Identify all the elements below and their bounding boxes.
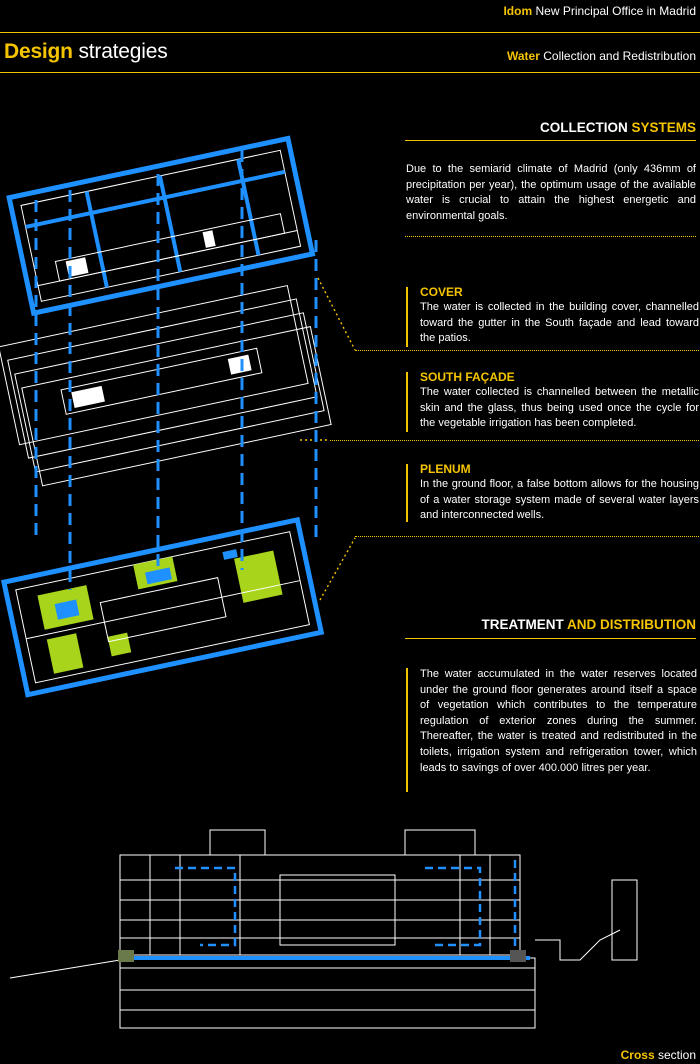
treatment-underline	[405, 638, 696, 639]
collection-underline	[405, 140, 696, 141]
top-divider	[0, 32, 700, 33]
cover-dots	[355, 350, 699, 351]
brand-name: Idom	[503, 4, 533, 18]
south-facade-text: The water collected is channelled betwee…	[420, 386, 699, 430]
ground-slope	[9, 959, 121, 979]
collection-intro: Due to the semiarid climate of Madrid (o…	[406, 163, 696, 222]
cover-bar	[406, 287, 408, 347]
title-rest: strategies	[78, 40, 168, 63]
project-name: New Principal Office in Madrid	[535, 4, 696, 18]
treatment-text: The water accumulated in the water reser…	[420, 668, 697, 774]
cover-title: COVER	[420, 285, 463, 299]
plenum-text: In the ground floor, a false bottom allo…	[420, 478, 699, 522]
plenum-bar	[406, 464, 408, 522]
collection-heading-white: COLLECTION	[539, 120, 628, 135]
treatment-bar	[406, 668, 408, 792]
plenum-perimeter	[0, 516, 325, 698]
exploded-axonometric	[0, 135, 356, 698]
treatment-heading: TREATMENT AND DISTRIBUTION	[482, 617, 697, 632]
cover-text: The water is collected in the building c…	[420, 301, 699, 345]
footer-highlight: Cross	[620, 1048, 655, 1062]
planting-right	[510, 950, 526, 962]
south-facade-bar	[406, 372, 408, 432]
collection-heading: COLLECTION SYSTEMS	[540, 120, 696, 135]
project-header: Idom New Principal Office in Madrid	[503, 4, 696, 18]
intro-dots	[405, 236, 696, 237]
subtitle-rest: Collection and Redistribution	[543, 49, 696, 63]
downpipes	[34, 150, 318, 590]
plenum-title: PLENUM	[420, 462, 471, 476]
title-highlight: Design	[4, 40, 73, 63]
roof-gutter	[6, 135, 316, 317]
roof-plan	[6, 135, 316, 317]
ground-floor-plan	[0, 516, 325, 698]
cover-leader	[317, 277, 356, 351]
cross-section-label: Cross section	[621, 1048, 696, 1062]
treatment-heading-white: TREATMENT	[481, 617, 564, 632]
collection-heading-yellow: SYSTEMS	[631, 120, 696, 135]
south-facade-dots	[330, 440, 699, 441]
page-subtitle: Water Collection and Redistribution	[507, 49, 696, 63]
page-title: Design strategies	[4, 40, 168, 64]
south-facade-title: SOUTH FAÇADE	[420, 370, 515, 384]
footer-rest: section	[657, 1048, 696, 1062]
title-divider	[0, 72, 700, 73]
plenum-dots	[355, 536, 699, 537]
cross-section-drawing	[9, 829, 638, 1029]
middle-floors	[0, 284, 332, 487]
plenum-leader	[319, 537, 356, 601]
treatment-heading-yellow: AND DISTRIBUTION	[567, 617, 696, 632]
subtitle-highlight: Water	[506, 49, 540, 63]
planting-left	[118, 950, 134, 962]
